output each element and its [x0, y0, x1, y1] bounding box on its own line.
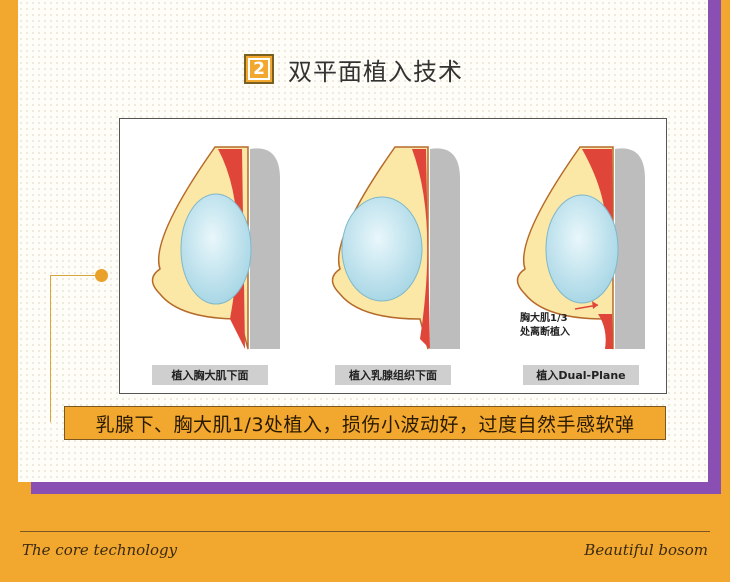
annotation-line-1: 胸大肌1/3 — [520, 313, 568, 324]
section-number: 2 — [248, 58, 270, 80]
panel-label-submuscular: 植入胸大肌下面 — [152, 365, 268, 385]
section-heading: 2 双平面植入技术 — [244, 49, 463, 89]
connector-line-horizontal — [50, 275, 100, 276]
diagram-dual-plane — [516, 146, 645, 350]
diagram-submuscular — [151, 146, 280, 350]
caption-box: 乳腺下、胸大肌1/3处植入，损伤小波动好，过度自然手感软弹 — [64, 406, 666, 440]
diagram-subglandular — [331, 146, 460, 350]
panel-label-dual-plane: 植入Dual-Plane — [523, 365, 639, 385]
connector-line-vertical — [50, 275, 51, 422]
section-title: 双平面植入技术 — [288, 57, 463, 86]
illustration-panel: 植入胸大肌下面 植入乳腺组织下面 植入Dual-Plane 胸大肌1/3 处离断… — [119, 118, 667, 394]
connector-dot — [95, 269, 108, 282]
panel-label-subglandular: 植入乳腺组织下面 — [335, 365, 451, 385]
footer-divider — [20, 531, 710, 532]
caption-text: 乳腺下、胸大肌1/3处植入，损伤小波动好，过度自然手感软弹 — [95, 413, 635, 436]
annotation-line-2: 处离断植入 — [520, 327, 570, 338]
footer-right-text: Beautiful bosom — [584, 541, 708, 559]
footer-left-text: The core technology — [22, 541, 178, 559]
dual-plane-annotation: 胸大肌1/3 处离断植入 — [520, 312, 570, 340]
section-number-badge: 2 — [244, 54, 274, 84]
breast-implant-diagrams — [151, 146, 645, 350]
